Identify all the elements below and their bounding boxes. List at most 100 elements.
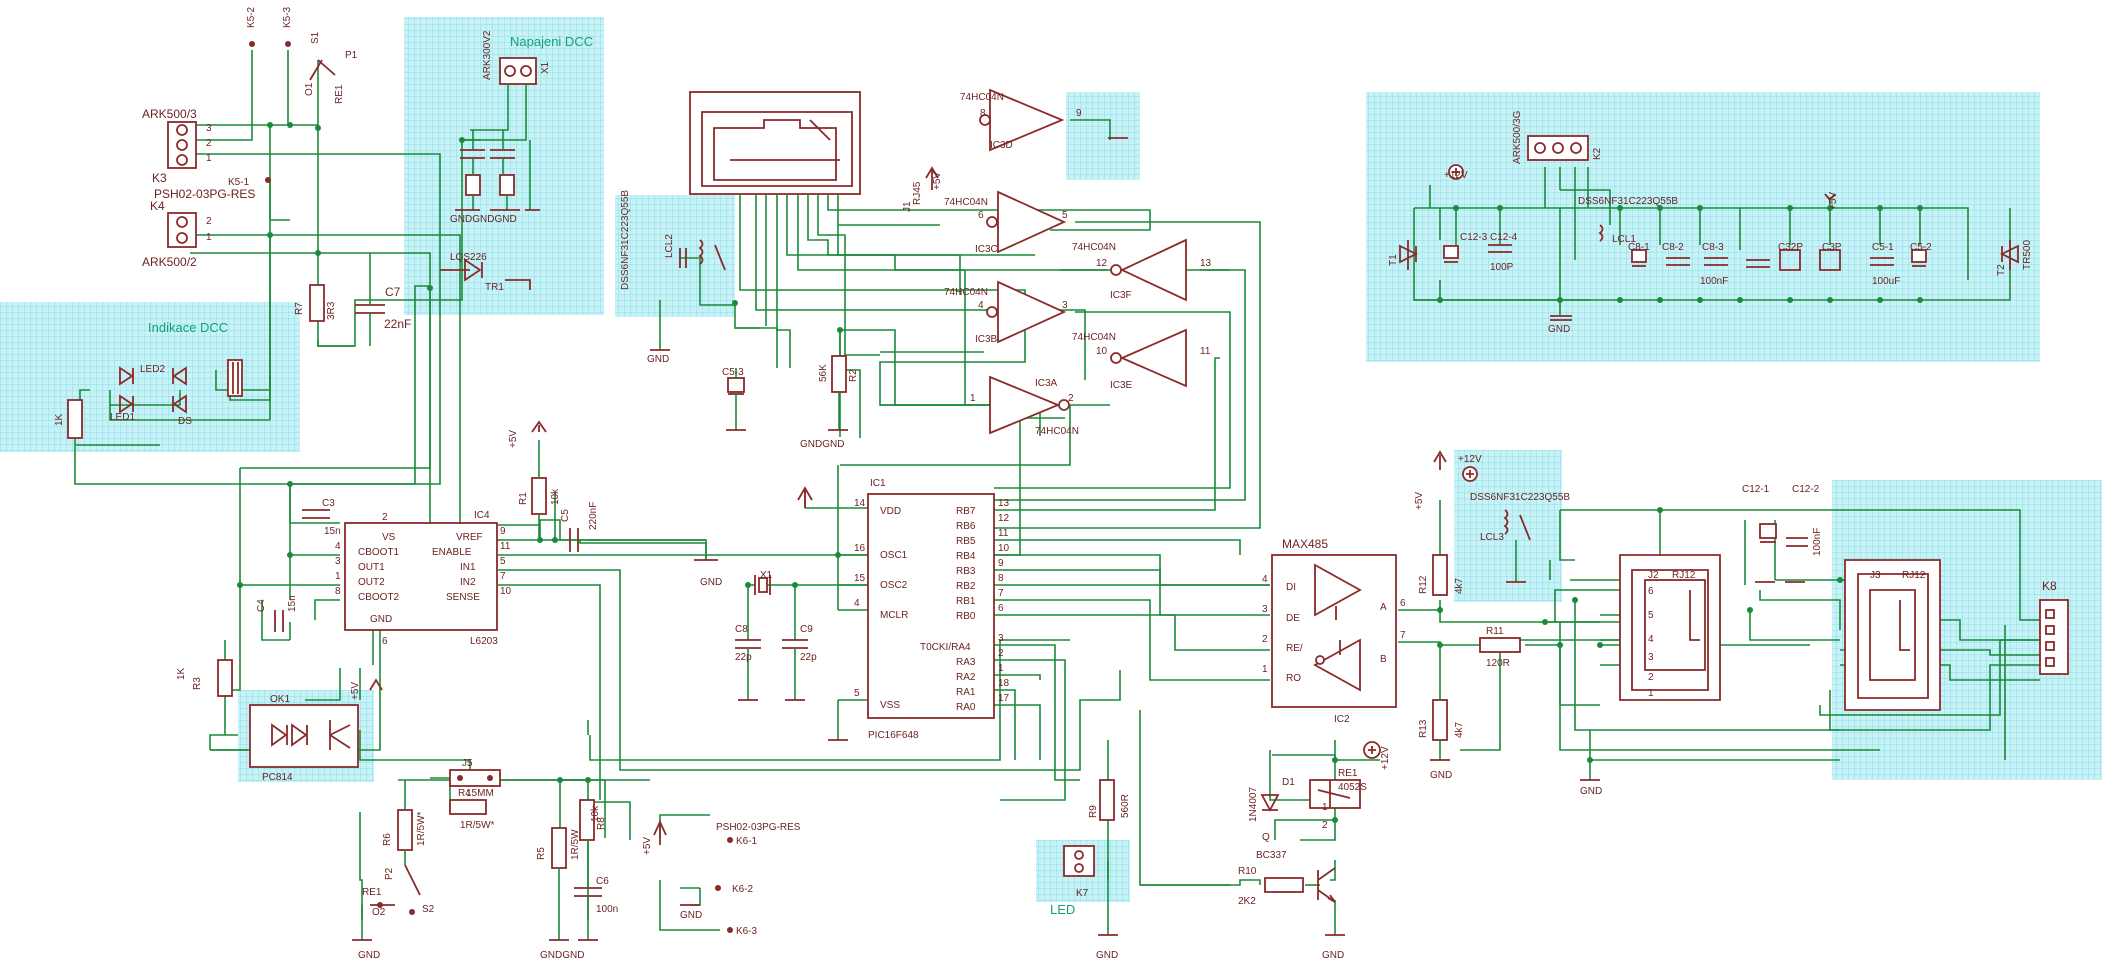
label-c5-1: C5-1 [1872,242,1894,253]
label-ark300v2: ARK300V2 [482,30,493,80]
label-ds: DS [178,416,192,427]
label-led2: LED2 [140,364,165,375]
svg-text:2: 2 [1648,672,1654,683]
r8-resistor [579,799,595,841]
label-gnd-q: GND [1322,950,1344,961]
label-p2: P2 [384,867,395,880]
pin-vref: VREF [456,532,483,543]
svg-text:5: 5 [854,688,860,699]
label-c32p: C32P [1778,242,1803,253]
label-tr500: TR500 [2022,240,2033,270]
label-o2: O2 [372,907,386,918]
label-rj12-a: RJ12 [1672,570,1696,581]
r12-resistor [1432,554,1448,596]
label-c3p: C3P [1822,242,1842,253]
label-c4v: 15n [287,595,298,612]
label-ic3f: IC3F [1110,290,1132,301]
label-k8: K8 [2042,579,2057,593]
label-c12-3: C12-3 [1460,232,1488,243]
label-c7: C7 [385,285,401,299]
k8-connector [2039,599,2069,675]
svg-text:3: 3 [1262,604,1268,615]
label-k6-2: K6-2 [732,884,754,895]
pin-ra3: RA3 [956,657,976,668]
label-gnd-a: GND [647,354,669,365]
svg-text:6: 6 [998,603,1004,614]
pin-rb1: RB1 [956,596,976,607]
pin-ra0: RA0 [956,702,976,713]
svg-text:1: 1 [998,663,1004,674]
pin-enable: ENABLE [432,547,472,558]
inverter-ic3c [986,190,1067,254]
svg-text:9: 9 [998,558,1004,569]
x1-crystal [754,575,771,595]
svg-text:2: 2 [998,648,1004,659]
r1-resistor [531,477,547,515]
pin-mclr: MCLR [880,610,908,621]
label-c12-2v: 100nF [1812,528,1823,556]
ic4-l6203 [344,522,498,631]
label-t1: T1 [1388,254,1399,266]
label-ic3b: IC3B [975,334,998,345]
label-gndgnd-b: GNDGND [540,950,584,961]
svg-text:10: 10 [1096,346,1108,357]
region-power-supply [1366,92,2040,362]
label-r4v: 1R/5W* [460,820,495,831]
label-ic1-part: PIC16F648 [868,730,919,741]
r13-resistor [1432,699,1448,741]
svg-text:1: 1 [206,232,212,243]
pin-vdd: VDD [880,506,901,517]
supply-arrows [369,166,1447,845]
label-lcl1: LCL1 [1612,234,1636,245]
svg-text:3: 3 [1062,300,1068,311]
svg-text:8: 8 [980,108,986,119]
svg-text:1: 1 [206,153,212,164]
label-ark500-2: ARK500/2 [142,255,197,269]
pin-rb7: RB7 [956,506,976,517]
label-bc337: BC337 [1256,850,1287,861]
label-plus5-ok1: +5V [350,682,361,700]
svg-text:12: 12 [1096,258,1108,269]
pin-ra4: T0CKI/RA4 [920,642,971,653]
label-c8-3: C8-3 [1702,242,1724,253]
label-s1: S1 [310,31,321,44]
lcl2-choke [659,239,726,350]
label-ic3d: IC3D [990,140,1013,151]
svg-text:16: 16 [854,543,866,554]
label-max485: MAX485 [1282,537,1328,551]
c4-capacitor [274,610,284,632]
svg-text:11: 11 [998,528,1009,539]
label-c8-1: C8-1 [1628,242,1650,253]
region-rj45 [615,195,735,317]
label-j2: J2 [1648,570,1659,581]
label-c8v: 22p [735,652,752,663]
label-gnd-c5: GND [700,577,722,588]
r10-resistor [1264,877,1304,893]
pin-vss: VSS [880,700,900,711]
label-r13: R13 [1418,719,1429,738]
label-plus5-bottom: +5V [642,837,653,855]
label-c3v: 15n [324,526,341,537]
svg-text:17: 17 [998,693,1010,704]
c3-capacitor [302,509,330,519]
pin-cboot2: CBOOT2 [358,592,400,603]
power-supply-components [1399,135,2019,321]
svg-text:4: 4 [1648,634,1654,645]
label-r7v: 3R3 [326,301,337,320]
inverter-ic3d [979,88,1065,152]
label-r4: R4 [458,788,471,799]
pin-in1: IN1 [460,562,476,573]
label-ic4-part: L6203 [470,636,498,647]
label-c7v: 22nF [384,317,411,331]
label-ic4: IC4 [474,510,490,521]
label-q: Q [1262,832,1270,843]
label-hc04-a: 74HC04N [1035,426,1079,437]
label-r12v: 4k7 [1454,577,1465,594]
svg-text:15: 15 [854,573,866,584]
c8-capacitor [735,639,761,649]
label-lqs: LQS226 [450,252,487,263]
label-p1: P1 [345,50,358,61]
rj45-connector [689,91,861,195]
label-c3: C3 [322,498,335,509]
label-c4: C4 [256,599,267,612]
